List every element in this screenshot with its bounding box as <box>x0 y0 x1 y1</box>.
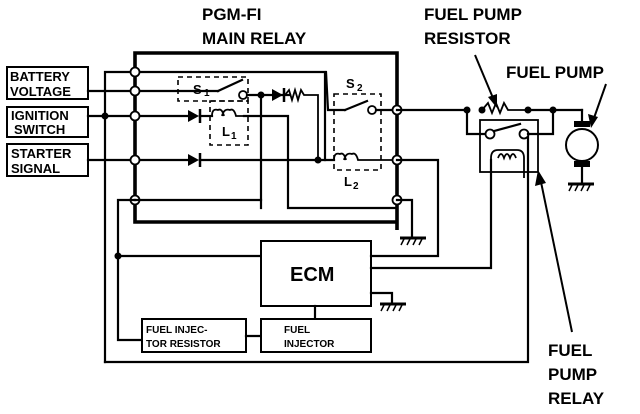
switch-s2-contact <box>367 105 377 115</box>
switch-s2-blade <box>343 99 369 112</box>
fuel-pump-relay-title-line2: PUMP <box>548 365 597 384</box>
diode-starter <box>188 153 202 167</box>
ecm-label: ECM <box>290 264 334 286</box>
pump-relay-coil <box>490 149 525 225</box>
left-outer-wire <box>103 70 137 364</box>
battery-voltage-line2: VOLTAGE <box>10 84 71 99</box>
fuel-injector-line2: INJECTOR <box>284 339 335 350</box>
relay-to-ecm-bottom-wire <box>116 198 144 342</box>
switch-s1-contact <box>238 90 248 100</box>
coil-l2-label: L <box>344 174 352 189</box>
switch-s1-blade <box>216 78 244 93</box>
battery-voltage-line1: BATTERY <box>10 69 70 84</box>
ignition-switch-line2: SWITCH <box>14 122 65 137</box>
fuel-pump-relay-title-line1: FUEL <box>548 341 592 360</box>
fuel-pump-relay-pointer <box>535 170 573 333</box>
l2-junction-dot <box>314 156 322 164</box>
pump-relay-contact-left <box>484 128 496 140</box>
relay-ground-wire <box>395 198 414 239</box>
pump-relay-blade <box>492 122 522 133</box>
switch-s1-housing <box>177 76 249 102</box>
fuel-pump-motor <box>565 108 599 185</box>
ecm-box <box>260 240 372 307</box>
switch-s1-label: S <box>193 82 202 97</box>
ignition-junction-dot <box>101 112 109 120</box>
starter-signal-label: STARTER SIGNAL <box>6 143 89 177</box>
main-relay-frame <box>133 51 399 230</box>
main-relay-title-line2: MAIN RELAY <box>202 29 307 48</box>
ground-icon-ecm <box>380 302 406 312</box>
fuel-pump-relay-title-line3: RELAY <box>548 389 605 408</box>
starter-signal-line1: STARTER <box>11 146 72 161</box>
relay-terminal-ignition <box>129 110 141 122</box>
coil-l1-label: L <box>222 124 230 139</box>
relay-terminal-battery-top <box>129 66 141 78</box>
switch-s1-subscript: 1 <box>204 88 210 99</box>
main-relay-title-line1: PGM-FI <box>202 5 262 24</box>
ecm-ground-wire <box>369 291 394 305</box>
ground-icon-relay <box>400 236 426 246</box>
l1-out-wire <box>242 114 399 210</box>
fuel-injector-line1: FUEL <box>284 325 310 336</box>
fuel-injector-box <box>260 318 372 353</box>
ignition-switch-line1: IGNITION <box>11 108 69 123</box>
coil-l1-subscript: 1 <box>231 131 237 142</box>
fuel-pump-resistor-title-line1: FUEL PUMP <box>424 5 522 24</box>
bottom-return-wire <box>103 132 530 364</box>
relay-l2-to-pump-relay-wire <box>369 158 440 258</box>
relay-terminal-starter <box>129 154 141 166</box>
fuel-pump-resistor-pointer <box>474 54 497 108</box>
main-relay-title: PGM-FI MAIN RELAY <box>202 5 307 48</box>
ecm-to-pump-relay-wire <box>369 158 493 270</box>
starter-signal-line2: SIGNAL <box>11 161 60 176</box>
battery-voltage-label: BATTERY VOLTAGE <box>6 66 89 100</box>
pump-relay-housing <box>479 119 539 173</box>
fuel-pump-pointer <box>588 83 607 128</box>
coil-l1 <box>211 108 244 117</box>
switch-s2-label: S <box>346 76 355 91</box>
fuel-pump-resistor-title-line2: RESISTOR <box>424 29 511 48</box>
fuel-pump-title: FUEL PUMP <box>506 63 604 82</box>
diode-s1 <box>272 88 286 102</box>
relay-terminal-battery <box>129 85 141 97</box>
fuel-pump-relay-title: FUEL PUMP RELAY <box>548 341 605 408</box>
fuel-pump-resistor <box>481 100 528 116</box>
ignition-switch-label: IGNITION SWITCH <box>6 106 89 138</box>
coil-l2 <box>333 152 397 161</box>
ground-icon-pump <box>568 182 594 192</box>
fuel-injector-resistor-line2: TOR RESISTOR <box>146 339 221 350</box>
diode-ignition <box>188 109 202 123</box>
switch-s2-housing <box>333 93 382 171</box>
resistor-s1 <box>284 86 319 160</box>
fuel-injector-resistor-line1: FUEL INJEC- <box>146 325 208 336</box>
fuel-pump-resistor-title: FUEL PUMP RESISTOR <box>424 5 522 48</box>
fuel-pump-relay <box>465 108 555 225</box>
switch-s2-subscript: 2 <box>357 83 363 94</box>
s2-feed-wire <box>324 70 347 112</box>
coil-l1-housing <box>209 100 249 146</box>
coil-l2-subscript: 2 <box>353 181 359 192</box>
fuel-injector-resistor-box <box>141 318 247 353</box>
